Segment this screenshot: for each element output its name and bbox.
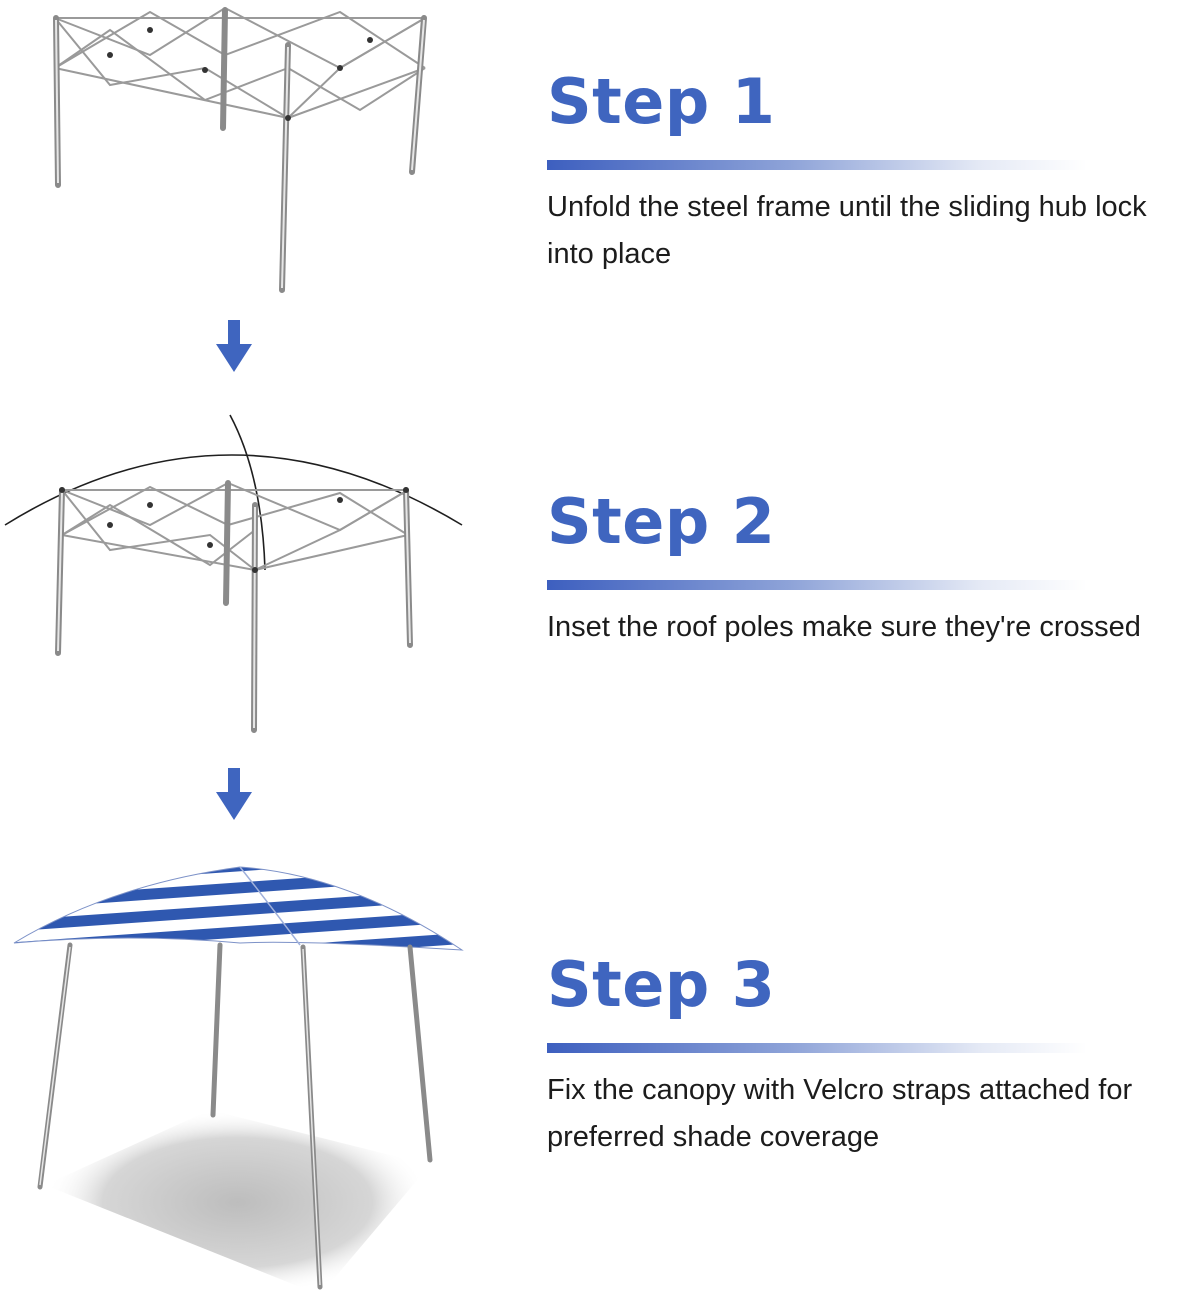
step-2-divider <box>547 580 1087 590</box>
step-1-title: Step 1 <box>547 65 776 138</box>
step-3-block: Step 3 Fix the canopy with Velcro straps… <box>547 945 1200 1161</box>
steel-frame-illustration <box>53 6 427 293</box>
striped-canopy-illustration <box>13 866 464 1295</box>
step-2-description: Inset the roof poles make sure they're c… <box>547 611 1141 643</box>
step-1-block: Step 1 Unfold the steel frame until the … <box>547 62 1200 278</box>
step-3-title: Step 3 <box>547 948 776 1021</box>
step-3-description: Fix the canopy with Velcro straps attach… <box>547 1074 1133 1153</box>
step-1-description: Unfold the steel frame until the sliding… <box>547 191 1147 270</box>
step-2-block: Step 2 Inset the roof poles make sure th… <box>547 482 1200 651</box>
step-2-title: Step 2 <box>547 485 776 558</box>
down-arrow-icon <box>216 768 252 820</box>
step-3-divider <box>547 1043 1087 1053</box>
roof-poles-illustration <box>4 414 463 733</box>
down-arrow-icon <box>216 320 252 372</box>
step-1-divider <box>547 160 1087 170</box>
